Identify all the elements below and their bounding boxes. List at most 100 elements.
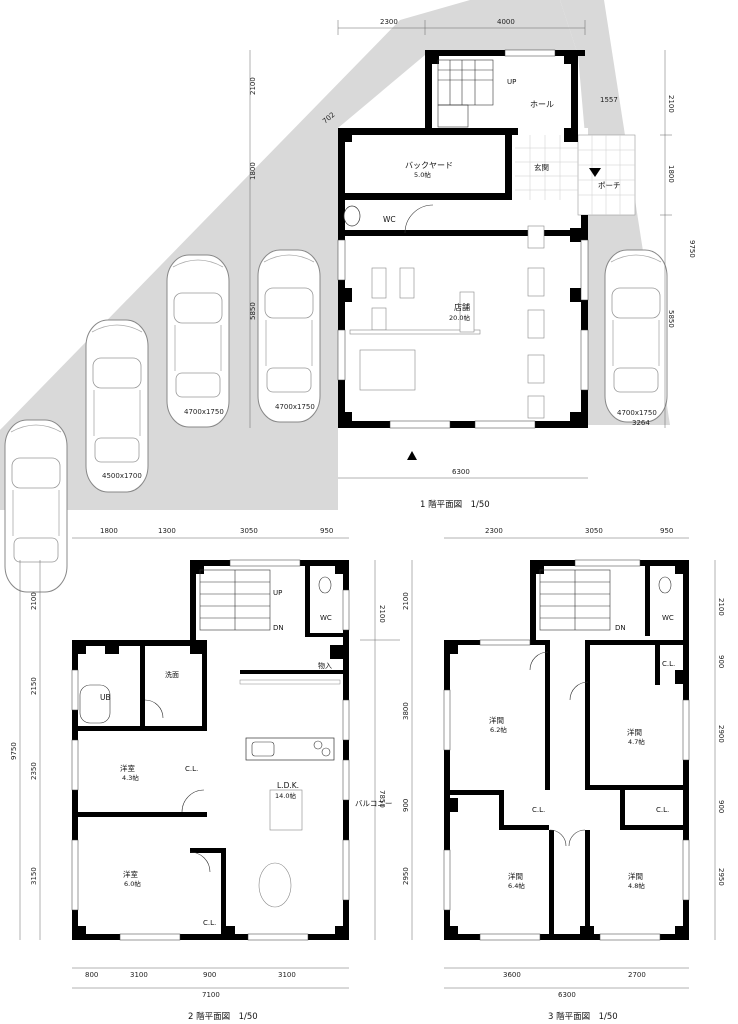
- floor2-cl1-label: C.L.: [185, 765, 198, 773]
- floor2-dim-right: 7850: [378, 790, 386, 808]
- floor2-dim-left-4: 3150: [30, 867, 38, 885]
- floor1-dim-right-total: 9750: [688, 240, 696, 258]
- floor1-hall-label: ホール: [530, 100, 554, 109]
- car-icon-3: [166, 254, 230, 428]
- entrance-arrow-icon: [589, 168, 601, 177]
- floor2-wc-label: WC: [320, 614, 332, 622]
- floor1-dim-left-1: 2100: [249, 77, 257, 95]
- floor3-dim-left-4: 2950: [402, 867, 410, 885]
- car-icon-5: [4, 419, 68, 593]
- floor2-western2-label: 洋室: [123, 869, 138, 879]
- hall-fill: [425, 52, 578, 132]
- floor3-r2-label: 洋間: [627, 727, 642, 737]
- floor2-plan: 1800 1300 3050 950 2100 2150 2350 3150 9…: [10, 527, 400, 1022]
- floor3-r4-area: 4.8帖: [628, 881, 645, 890]
- car-icon-4: [85, 319, 149, 493]
- floor3-dn-label: DN: [615, 624, 626, 632]
- floor2-up-label: UP: [273, 589, 282, 597]
- main-entrance-arrow-icon: [407, 451, 417, 460]
- floor2-western2-area: 6.0帖: [124, 879, 141, 888]
- car-icon-2: [257, 249, 321, 423]
- floor2-dim-top-2: 1300: [158, 527, 176, 535]
- floor1-dim-left-2: 1800: [249, 162, 257, 180]
- floor2-dim-top-1: 1800: [100, 527, 118, 535]
- car-size-4: 4500x1700: [102, 472, 142, 480]
- floor3-cl1-label: C.L.: [662, 660, 675, 668]
- floor1-entrance-label: 玄関: [534, 162, 549, 172]
- floor3-dim-left-1: 2100: [402, 592, 410, 610]
- floor2-balcony-label: バルコニー: [355, 799, 392, 808]
- floor3-dim-right-2: 900: [717, 655, 725, 668]
- floor1-dim-top-2: 4000: [497, 18, 515, 26]
- floor2-dim-bottom-total: 7100: [202, 991, 220, 999]
- floor1-shop-area: 20.0帖: [449, 313, 470, 322]
- floor1-up-label: UP: [507, 78, 516, 86]
- floor3-cl2-label: C.L.: [532, 806, 545, 814]
- floor1-dim-bottom: 6300: [452, 468, 470, 476]
- car-icon-1: [604, 249, 668, 423]
- floor2-cl2-label: C.L.: [203, 919, 216, 927]
- floor3-dim-bottom-1: 3600: [503, 971, 521, 979]
- floor1-dim-right-2: 1800: [667, 165, 675, 183]
- floor2-dim-left-total: 9750: [10, 742, 18, 760]
- site-area-top: [338, 0, 578, 128]
- floor2-dim-bottom-2: 3100: [130, 971, 148, 979]
- floor3-plan: 2300 3050 950 2100 3800 900 2950 2100 90…: [402, 527, 725, 1022]
- floor3-dim-left-2: 3800: [402, 702, 410, 720]
- floor2-western1-area: 4.3帖: [122, 773, 139, 782]
- floor1-backyard-label: バックヤード: [405, 161, 453, 170]
- floor3-r3-label: 洋間: [508, 871, 523, 881]
- floor1-dim-right-3: 5850: [667, 310, 675, 328]
- porch-area: [577, 134, 636, 216]
- floor1-dim-top-1: 2300: [380, 18, 398, 26]
- floor2-dim-top-4: 950: [320, 527, 333, 535]
- floor3-dim-bottom-total: 6300: [558, 991, 576, 999]
- floor2-dim-top-3: 3050: [240, 527, 258, 535]
- floor2-dn-label: DN: [273, 624, 284, 632]
- floor2-ldk-label: L.D.K.: [277, 781, 299, 790]
- floor3-dim-left-3: 900: [402, 799, 410, 812]
- floor2-dim-left-2: 2150: [30, 677, 38, 695]
- floor3-dim-right-1: 2100: [717, 598, 725, 616]
- floor2-dim-bottom-4: 3100: [278, 971, 296, 979]
- floor3-wc-label: WC: [662, 614, 674, 622]
- floor1-dim-left-3: 5850: [249, 302, 257, 320]
- floor3-cl3-label: C.L.: [656, 806, 669, 814]
- floor1-backyard-area: 5.0帖: [414, 170, 431, 179]
- floor2-dim-left-3: 2350: [30, 762, 38, 780]
- floor2-dim-right-top: 2100: [378, 605, 386, 623]
- floor3-dim-top-2: 3050: [585, 527, 603, 535]
- floor3-title: 3 階平面図 1/50: [548, 1011, 618, 1022]
- floor1-plan: 2300 4000 2100 1800 5850 9750 2100 1800 …: [0, 0, 696, 593]
- floor2-dim-bottom-3: 900: [203, 971, 216, 979]
- floor3-r1-label: 洋間: [489, 715, 504, 725]
- floor2-dim-left-1: 2100: [30, 592, 38, 610]
- floor1-shop-label: 店舗: [454, 302, 470, 312]
- car-size-1: 4700x1750: [617, 409, 657, 417]
- floor3-r3-area: 6.4帖: [508, 881, 525, 890]
- floor1-dim-corner: 3264: [632, 419, 650, 427]
- floor3-r1-area: 6.2帖: [490, 725, 507, 734]
- floor3-r2-area: 4.7帖: [628, 737, 645, 746]
- car-size-3: 4700x1750: [184, 408, 224, 416]
- floor2-ub-label: UB: [100, 693, 111, 702]
- floor2-dim-bottom-1: 800: [85, 971, 98, 979]
- floor3-dim-bottom-2: 2700: [628, 971, 646, 979]
- floor1-porch-label: ポーチ: [598, 181, 621, 190]
- floor2-western1-label: 洋室: [120, 763, 135, 773]
- floor3-dim-right-5: 2950: [717, 868, 725, 886]
- floor3-dim-right-3: 2900: [717, 725, 725, 743]
- floor1-wc-label: WC: [383, 215, 396, 224]
- floor2-wash-label: 洗面: [165, 670, 179, 679]
- floor3-r4-label: 洋間: [628, 871, 643, 881]
- car-size-2: 4700x1750: [275, 403, 315, 411]
- floor1-dim-right-1: 2100: [667, 95, 675, 113]
- floor2-ldk-area: 14.0帖: [275, 791, 296, 800]
- floor3-dim-top-3: 950: [660, 527, 673, 535]
- floor3-dim-top-1: 2300: [485, 527, 503, 535]
- floor1-title: 1 階平面図 1/50: [420, 499, 490, 510]
- floor3-dim-right-4: 900: [717, 800, 725, 813]
- floor1-dim-porch: 1557: [600, 96, 618, 104]
- floor2-storage-label: 物入: [318, 661, 332, 670]
